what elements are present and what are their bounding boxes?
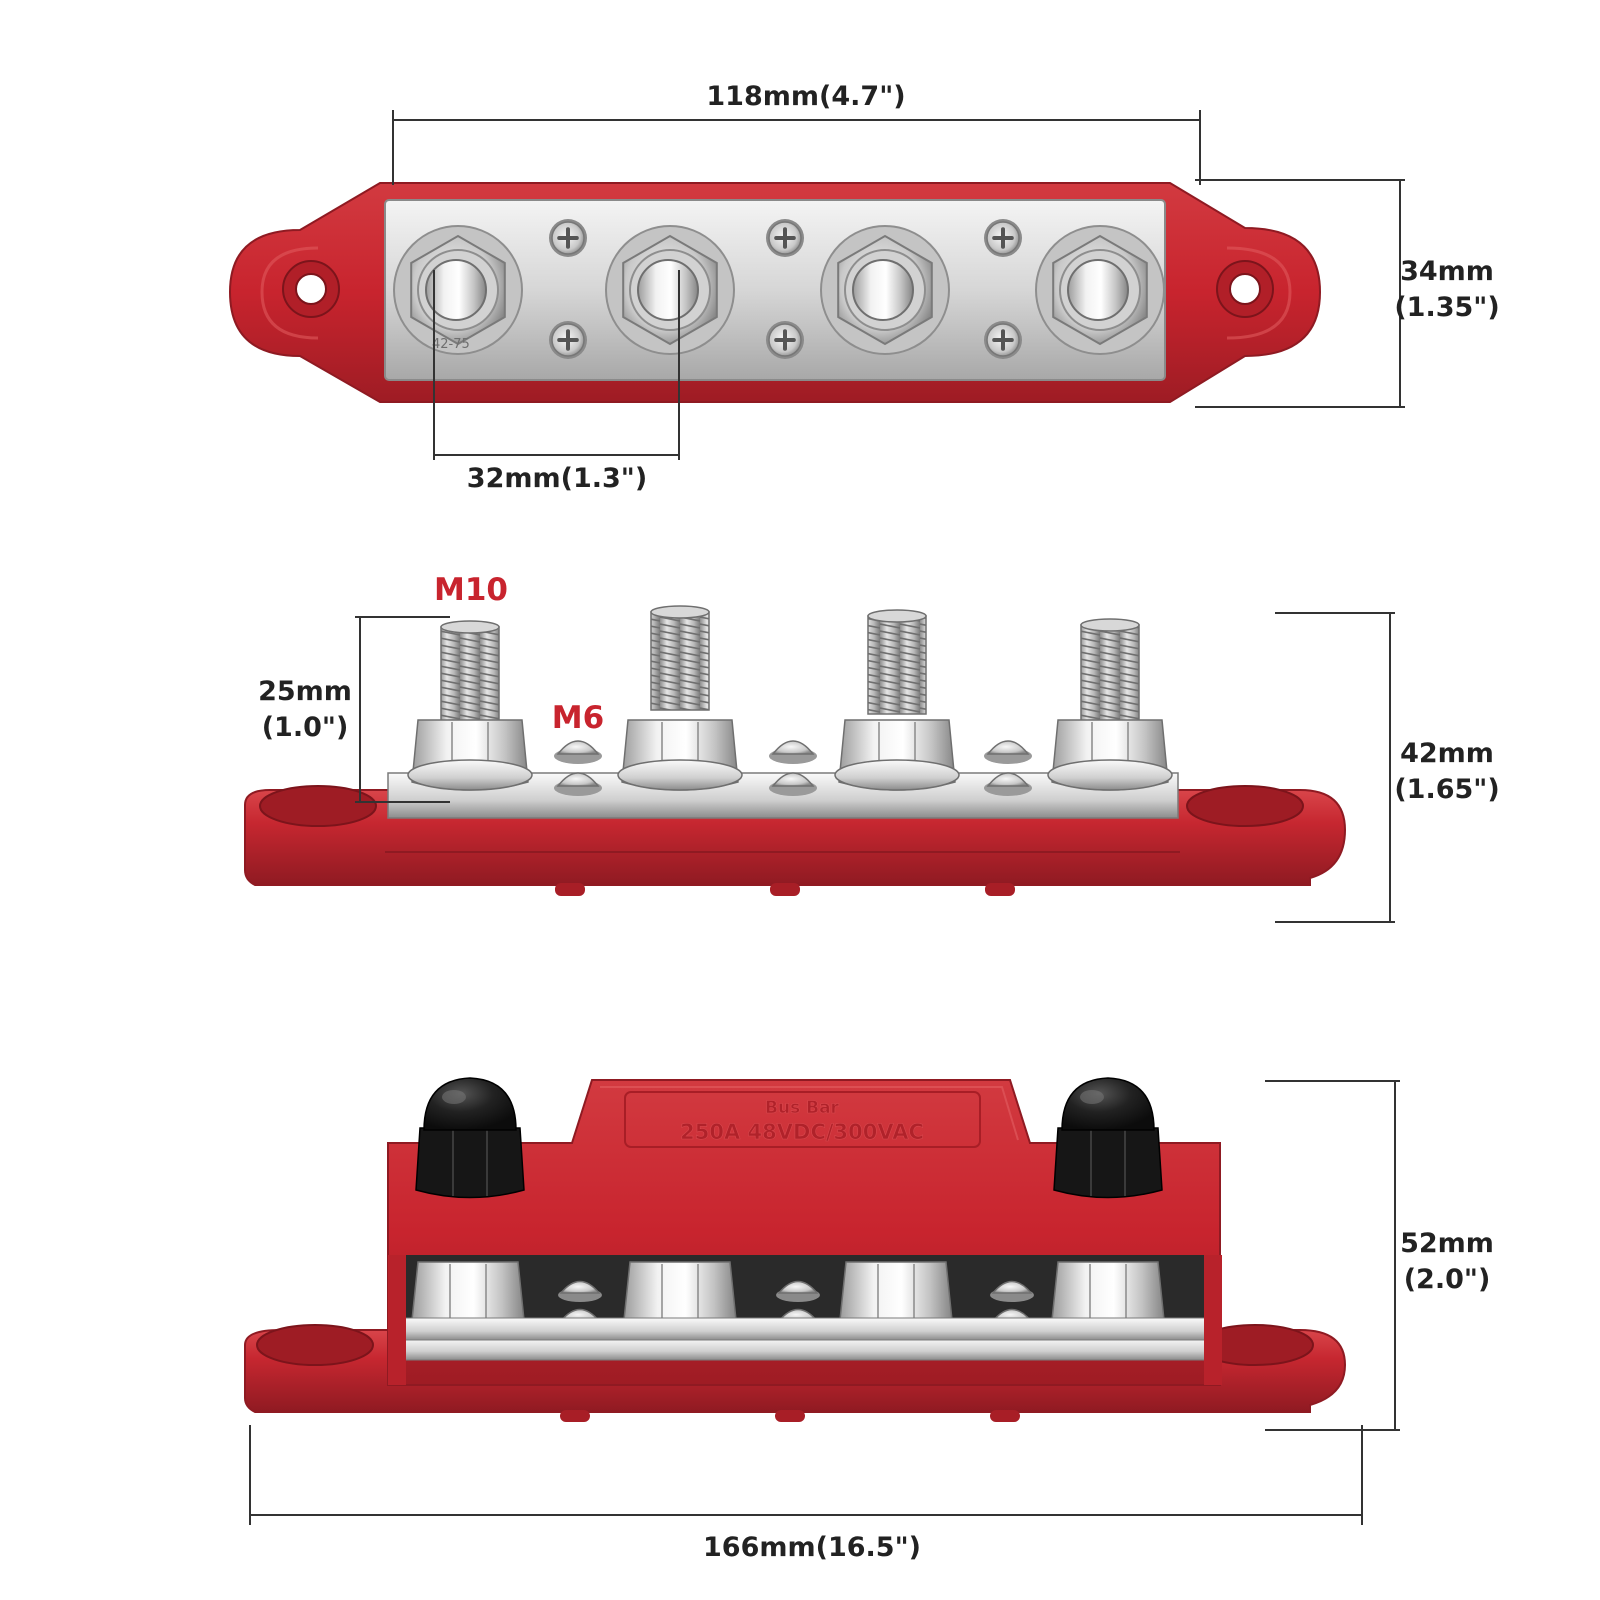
cover-caps [415,1077,1163,1199]
side-stud [407,620,533,791]
side-height-in-label: (1.65") [1394,774,1499,805]
m6-label: M6 [552,700,604,736]
top-stud: 42-75 [393,225,523,355]
top-height-in-label: (1.35") [1394,292,1499,323]
side-studs [407,605,1173,791]
dimension-labels: 118mm(4.7") 34mm (1.35") 32mm(1.3") 25mm… [258,81,1500,1563]
top-screw [984,219,1022,257]
side-height-mm-label: 42mm [1400,738,1494,769]
cover-height-mm-label: 52mm [1400,1228,1494,1259]
cover-label-plate [624,1091,981,1148]
stud-spacing-label: 32mm(1.3") [467,463,647,494]
side-screw [554,740,602,764]
top-stud [1035,225,1165,355]
cover-nut [623,1261,737,1328]
acorn-cap-icon [415,1077,525,1199]
side-screw [769,740,817,764]
top-screw [766,219,804,257]
top-view: 42-75 [228,182,1322,403]
cover-title-text: Bus Bar [765,1098,840,1118]
cover-view: Bus Bar 250A 48VDC/300VAC [244,1077,1347,1422]
side-stud [1047,618,1173,791]
cover-height-in-label: (2.0") [1404,1264,1491,1295]
cover-nut [411,1261,525,1328]
top-screw [549,321,587,359]
side-screw [554,772,602,796]
stud-length-mm-label: 25mm [258,676,352,707]
side-screws [554,740,1032,796]
top-screw [984,321,1022,359]
dimension-lines [249,110,1405,1525]
side-screw [769,772,817,796]
cover-screw [990,1280,1034,1302]
top-screw [766,321,804,359]
cover-screw [558,1280,602,1302]
acorn-cap-icon [1053,1077,1163,1199]
stud-marking-text: 42-75 [432,337,470,352]
top-stud [605,225,735,355]
cover-rating-text: 250A 48VDC/300VAC [680,1120,924,1144]
side-screw [984,772,1032,796]
side-view [244,605,1347,896]
side-stud [617,605,743,791]
total-length-label: 166mm(16.5") [703,1532,921,1563]
top-width-label: 118mm(4.7") [706,81,905,112]
top-studs: 42-75 [393,225,1165,355]
side-stud [834,609,960,791]
top-screws [549,219,1022,359]
top-stud [820,225,950,355]
stud-length-in-label: (1.0") [262,712,349,743]
cover-nut [839,1261,953,1328]
top-screw [549,219,587,257]
side-screw [984,740,1032,764]
m10-label: M10 [434,572,508,608]
cover-nut [1051,1261,1165,1328]
top-height-mm-label: 34mm [1400,256,1494,287]
cover-screw [776,1280,820,1302]
